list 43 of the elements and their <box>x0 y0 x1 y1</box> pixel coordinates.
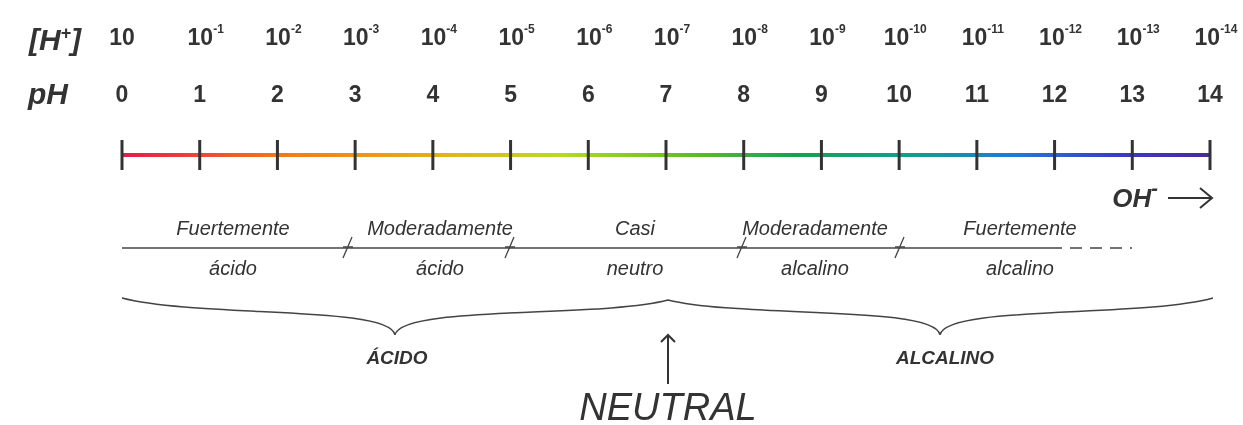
tick-label: 7 <box>659 80 673 108</box>
tick-label: 5 <box>504 80 517 108</box>
tick-label: 1 <box>193 80 207 108</box>
tick-label: 10$^{-2}$ <box>265 23 302 51</box>
axis-label: OH$^{-}$ <box>1112 182 1158 214</box>
axis-label: pH <box>28 77 68 111</box>
axis-label: [H$^{+}$] <box>28 23 82 57</box>
region-label: ÁCIDO <box>366 347 428 369</box>
tick-label: 10$^{-6}$ <box>576 23 613 51</box>
tick-label: 8 <box>737 80 751 108</box>
tick-label: 10 <box>886 80 912 108</box>
tick-label: 9 <box>815 80 828 108</box>
tick-label: 10$^{-4}$ <box>420 23 457 51</box>
tick-label: 4 <box>426 80 440 108</box>
range-label: Fuertemente alcalino <box>963 216 1077 281</box>
tick-label: 10$^{-9}$ <box>809 23 846 51</box>
tick-label: 10$^{-3}$ <box>343 23 380 51</box>
tick-label: 11 <box>964 80 989 108</box>
tick-label: 10 <box>109 23 135 51</box>
brace <box>122 297 1213 335</box>
region-label: ALCALINO <box>895 347 995 369</box>
tick-label: 2 <box>271 80 284 108</box>
range-label: Moderadamente ácido <box>367 216 513 281</box>
tick-label: 13 <box>1119 80 1146 108</box>
tick-label: 6 <box>581 80 595 108</box>
tick-label: 10$^{-10}$ <box>883 23 927 51</box>
range-label: Casi neutro <box>606 216 664 281</box>
tick-label: 14 <box>1197 80 1223 108</box>
range-label: Fuertemente ácido <box>176 216 290 281</box>
tick-label: 10$^{-13}$ <box>1116 23 1160 51</box>
tick-label: 10$^{-1}$ <box>187 23 224 51</box>
tick-label: 10$^{-12}$ <box>1039 23 1083 51</box>
tick-label: 10$^{-5}$ <box>498 23 535 51</box>
arrow <box>660 334 676 385</box>
neutral-label: NEUTRAL <box>579 388 757 425</box>
tick-label: 12 <box>1041 80 1068 108</box>
tick-label: 0 <box>115 80 129 108</box>
range-label: Moderadamente alcalino <box>742 216 888 281</box>
tick-label: 10$^{-14}$ <box>1194 23 1238 51</box>
tick-label: 3 <box>348 80 362 108</box>
tick-label: 10$^{-7}$ <box>653 23 691 51</box>
tick-label: 10$^{-11}$ <box>961 23 1004 51</box>
tick-label: 10$^{-8}$ <box>731 23 768 51</box>
